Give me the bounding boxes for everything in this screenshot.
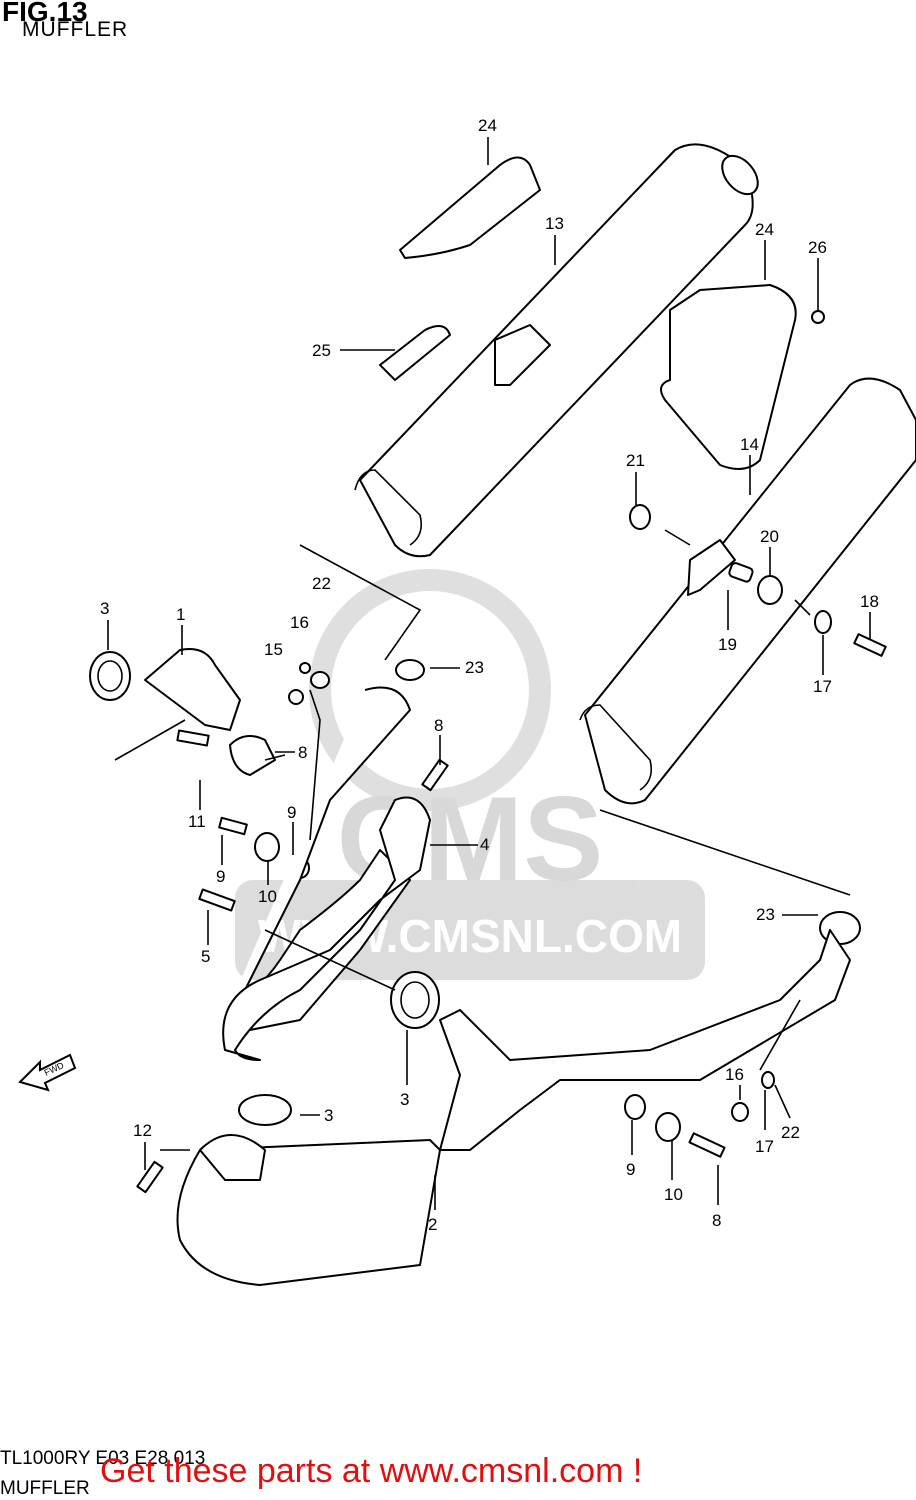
callout-9-right: 9 [626, 1160, 635, 1179]
callout-13: 13 [545, 214, 564, 233]
callout-7: 8 [434, 716, 443, 735]
muffler-lower [579, 377, 916, 805]
callout-18: 18 [860, 592, 879, 611]
callout-12: 12 [133, 1121, 152, 1140]
callout-15-lower: 16 [725, 1065, 744, 1084]
callout-8-left: 9 [216, 867, 225, 886]
collector-pipe [439, 929, 851, 1151]
callout-9-left: 9 [287, 803, 296, 822]
callout-20: 20 [760, 527, 779, 546]
figure-title: FIG.13 [2, 0, 88, 27]
heat-cover-upper [399, 156, 541, 259]
callout-3-left: 3 [100, 599, 109, 618]
fwd-arrow-icon: FWD [18, 1053, 77, 1092]
callout-2: 2 [428, 1215, 437, 1234]
callout-25: 25 [312, 341, 331, 360]
callout-22-upper: 22 [312, 574, 331, 593]
heat-cover-right [660, 284, 797, 470]
leader-lines [107, 137, 871, 1210]
callout-14: 14 [740, 435, 759, 454]
callout-15-upper: 15 [264, 640, 283, 659]
promo-text[interactable]: Get these parts at www.cmsnl.com ! [100, 1452, 643, 1490]
callout-10-left: 10 [258, 887, 277, 906]
callout-6: 8 [298, 743, 307, 762]
exhaust-pipe-lower-bend [222, 796, 431, 1061]
model-code: TL1000RY E03 E28 013 [0, 1448, 206, 1469]
footer-label: MUFFLER [0, 1478, 90, 1499]
callout-11: 11 [188, 812, 206, 831]
figure-subtitle: MUFFLER [22, 18, 129, 41]
callout-26: 26 [808, 238, 827, 257]
callout-4: 4 [480, 835, 489, 854]
callout-3-lower: 3 [324, 1106, 333, 1125]
callout-8-right: 8 [712, 1211, 721, 1230]
callout-23-lower: 23 [756, 905, 775, 924]
callout-24-right: 24 [755, 220, 774, 239]
callout-24-top: 24 [478, 116, 497, 135]
callout-22-lower: 22 [781, 1123, 800, 1142]
muffler-upper [354, 143, 759, 558]
callout-16-lower: 17 [755, 1137, 774, 1156]
callout-5: 5 [201, 947, 210, 966]
hardware [89, 310, 887, 1194]
callout-1: 1 [176, 605, 185, 624]
callout-16-upper: 16 [290, 613, 309, 632]
callout-17: 17 [813, 677, 832, 696]
callout-19: 19 [718, 635, 737, 654]
callout-21: 21 [626, 451, 645, 470]
callout-3-middle: 3 [400, 1090, 409, 1109]
pipe-2-flange [199, 1134, 266, 1181]
callout-labels: 24 13 24 26 25 21 14 20 22 18 3 1 16 15 … [100, 116, 879, 1234]
cover-part-25 [379, 325, 451, 381]
callout-10-right: 10 [664, 1185, 683, 1204]
callout-23-upper: 23 [465, 658, 484, 677]
